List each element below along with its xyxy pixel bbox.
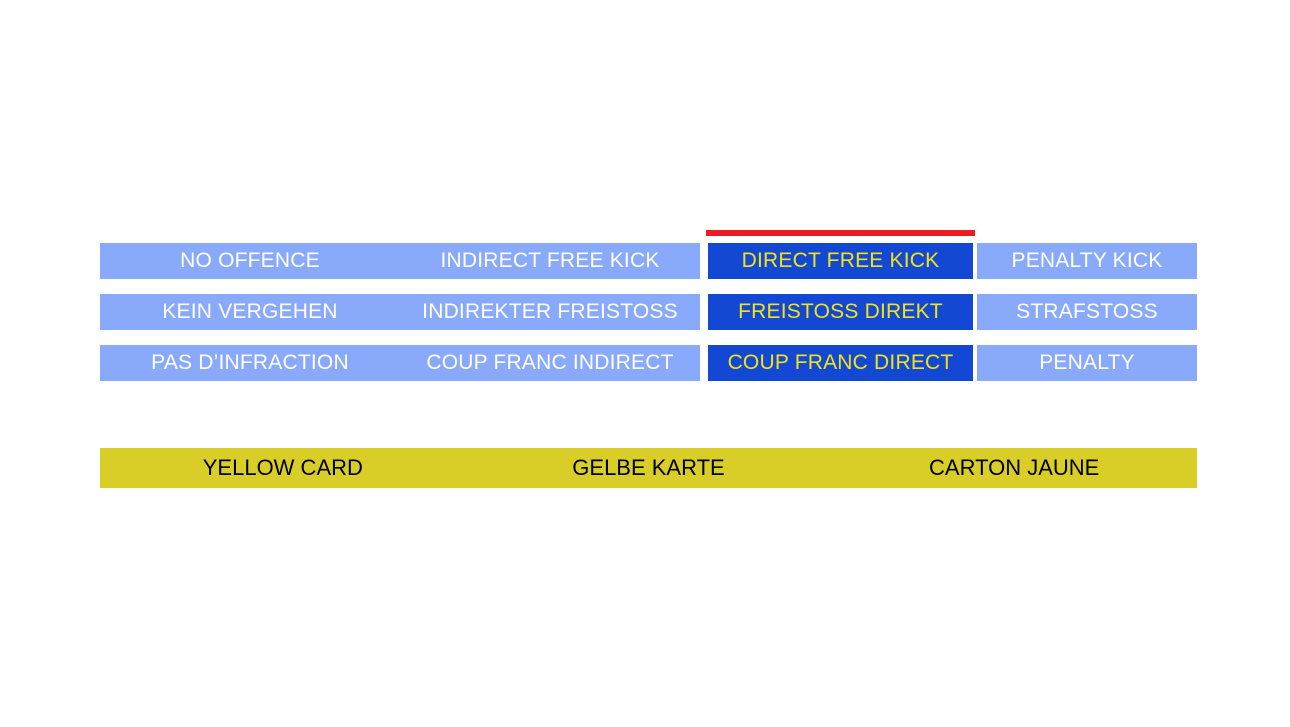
cell-penalty-kick-english[interactable]: PENALTY KICK — [977, 243, 1197, 279]
scale-row-french: PAS D’INFRACTION COUP FRANC INDIRECT COU… — [100, 345, 1197, 381]
yellow-card-bar: YELLOW CARD GELBE KARTE CARTON JAUNE — [100, 448, 1197, 488]
selected-column-marker — [706, 230, 975, 236]
yellow-card-label-german: GELBE KARTE — [572, 455, 725, 480]
segment-left-english: NO OFFENCE INDIRECT FREE KICK — [100, 243, 700, 279]
cell-indirect-free-kick-german[interactable]: INDIREKTER FREISTOSS — [422, 300, 678, 323]
yellow-card-label-french: CARTON JAUNE — [929, 455, 1100, 480]
cell-direct-free-kick-german[interactable]: FREISTOSS DIREKT — [708, 294, 973, 330]
cell-direct-free-kick-french[interactable]: COUP FRANC DIRECT — [708, 345, 973, 381]
cell-no-offence-german[interactable]: KEIN VERGEHEN — [162, 300, 338, 323]
segment-left-german: KEIN VERGEHEN INDIREKTER FREISTOSS — [100, 294, 700, 330]
cell-no-offence-english[interactable]: NO OFFENCE — [180, 249, 320, 272]
cell-direct-free-kick-english[interactable]: DIRECT FREE KICK — [708, 243, 973, 279]
cell-penalty-kick-french[interactable]: PENALTY — [977, 345, 1197, 381]
cell-indirect-free-kick-english[interactable]: INDIRECT FREE KICK — [440, 249, 660, 272]
scale-row-english: NO OFFENCE INDIRECT FREE KICK DIRECT FRE… — [100, 230, 1197, 279]
scale-row-german: KEIN VERGEHEN INDIREKTER FREISTOSS FREIS… — [100, 294, 1197, 330]
yellow-card-label-english: YELLOW CARD — [202, 455, 363, 480]
cell-no-offence-french[interactable]: PAS D’INFRACTION — [151, 351, 349, 374]
cell-penalty-kick-german[interactable]: STRAFSTOSS — [977, 294, 1197, 330]
segment-left-french: PAS D’INFRACTION COUP FRANC INDIRECT — [100, 345, 700, 381]
cell-indirect-free-kick-french[interactable]: COUP FRANC INDIRECT — [426, 351, 674, 374]
offence-severity-scale: NO OFFENCE INDIRECT FREE KICK DIRECT FRE… — [100, 230, 1197, 381]
